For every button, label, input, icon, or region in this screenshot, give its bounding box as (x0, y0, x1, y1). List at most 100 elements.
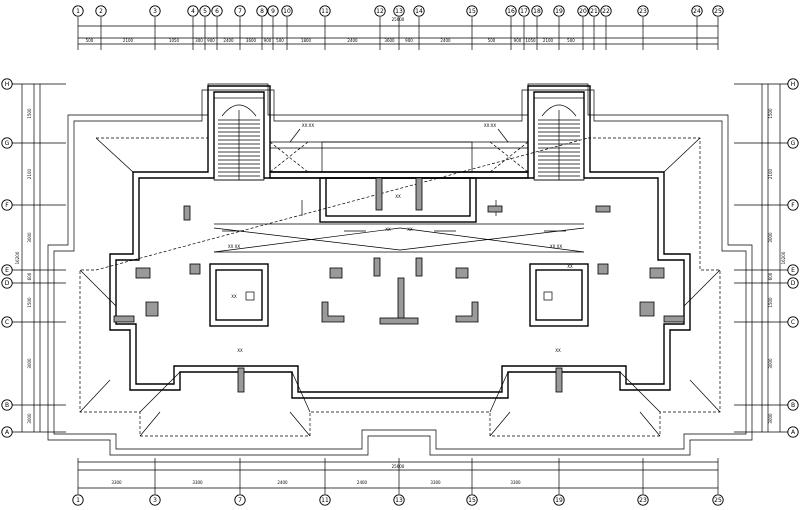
svg-text:25: 25 (714, 8, 722, 15)
left-dimension-value: 3000 (27, 358, 32, 369)
bottom-dimension-value: 2400 (277, 480, 288, 485)
top-dimension-value: 1050 (169, 38, 180, 43)
svg-text:F: F (791, 202, 795, 209)
svg-text:E: E (791, 267, 795, 274)
top-dimension-value: 2100 (123, 38, 134, 43)
axis-bubble-top-11: 11 (319, 5, 331, 17)
axis-bubble-top-23: 23 (637, 5, 649, 17)
axis-bubble-top-15: 15 (466, 5, 478, 17)
roof-dashed-edge (79, 137, 721, 437)
axis-bubble-right-C: C (787, 316, 799, 328)
main-wall-outer (109, 85, 691, 399)
svg-text:D: D (791, 280, 796, 287)
axis-bubble-right-H: H (787, 78, 799, 90)
axis-bubble-top-7: 7 (234, 5, 246, 17)
top-dimension-value: 2400 (440, 38, 451, 43)
top-dimension-value: 900 (514, 38, 522, 43)
top-dimension-value: 500 (567, 38, 575, 43)
axis-bubble-bottom-23: 23 (637, 494, 649, 506)
svg-text:13: 13 (395, 8, 403, 15)
lift-shaft-left (209, 263, 269, 327)
top-dimension-value: 1050 (525, 38, 536, 43)
top-dimension-lines (78, 25, 718, 45)
left-dimension-value: 1500 (27, 108, 32, 119)
top-dimension-value: 500 (488, 38, 496, 43)
axis-bubble-top-8: 8 (256, 5, 268, 17)
svg-text:9: 9 (271, 8, 275, 15)
axis-bubble-bottom-19: 19 (553, 494, 565, 506)
axis-bubble-left-C: C (1, 316, 13, 328)
right-dimension-lines (761, 84, 781, 432)
svg-text:6: 6 (215, 8, 219, 15)
axis-bubble-bottom-1: 1 (72, 494, 84, 506)
svg-text:24: 24 (693, 8, 701, 15)
axis-bubble-left-D: D (1, 277, 13, 289)
bottom-dimension-value: 3300 (192, 480, 203, 485)
bottom-dimension-value: 3300 (510, 480, 521, 485)
axis-bubble-left-H: H (1, 78, 13, 90)
svg-text:19: 19 (555, 497, 563, 504)
svg-text:13: 13 (395, 497, 403, 504)
svg-text:1: 1 (76, 497, 80, 504)
main-wall-inner (115, 91, 685, 393)
svg-text:11: 11 (321, 497, 329, 504)
axis-bubble-bottom-7: 7 (234, 494, 246, 506)
top-dimension-value: 500 (86, 38, 94, 43)
svg-text:C: C (791, 319, 795, 326)
lift-shaft-right (529, 263, 589, 327)
svg-text:15: 15 (468, 8, 476, 15)
svg-text:20: 20 (579, 8, 587, 15)
svg-text:12: 12 (376, 8, 384, 15)
room-label-lobby: XX (395, 194, 401, 199)
top-dimension-value: 300 (195, 38, 203, 43)
svg-text:23: 23 (639, 497, 647, 504)
axis-bubble-top-19: 19 (553, 5, 565, 17)
bottom-dimension-lines (78, 461, 718, 489)
svg-text:22: 22 (602, 8, 610, 15)
axis-bubble-top-18: 18 (531, 5, 543, 17)
axis-bubble-top-24: 24 (691, 5, 703, 17)
svg-text:15: 15 (468, 497, 476, 504)
room-label-corridor-left: XX (385, 227, 391, 232)
axis-bubble-top-3: 3 (149, 5, 161, 17)
svg-text:B: B (791, 402, 795, 409)
axis-bubble-left-B: B (1, 399, 13, 411)
left-dimension-value: 3000 (27, 413, 32, 424)
bottom-dimension-value: 3300 (111, 480, 122, 485)
axis-bubble-right-F: F (787, 199, 799, 211)
right-dimension-value: 3000 (768, 358, 773, 369)
top-dimension-value: 2100 (543, 38, 554, 43)
axis-bubble-top-12: 12 (374, 5, 386, 17)
top-dimension-value: 1800 (301, 38, 312, 43)
svg-text:2: 2 (99, 8, 103, 15)
svg-text:5: 5 (203, 8, 207, 15)
equip-label-right-a: XX XX (550, 244, 562, 249)
svg-text:E: E (5, 267, 9, 274)
svg-text:A: A (791, 429, 796, 436)
axis-bubble-top-4: 4 (187, 5, 199, 17)
top-dimension-value: 900 (264, 38, 272, 43)
axis-bubble-left-E: E (1, 264, 13, 276)
stair-right-treads (538, 119, 580, 177)
axis-bubble-right-D: D (787, 277, 799, 289)
svg-text:B: B (5, 402, 9, 409)
svg-text:10: 10 (283, 8, 291, 15)
equip-label-left-b: XX (231, 294, 237, 299)
svg-text:H: H (5, 81, 10, 88)
right-dimension-value: 1500 (768, 297, 773, 308)
axis-bubble-left-A: A (1, 426, 13, 438)
right-total-dimension: 16200 (781, 251, 786, 264)
interior-partitions (113, 205, 685, 393)
axis-bubble-top-16: 16 (505, 5, 517, 17)
svg-text:8: 8 (260, 8, 264, 15)
svg-text:3: 3 (153, 8, 157, 15)
svg-text:16: 16 (507, 8, 515, 15)
right-dimension-value: 2100 (768, 168, 773, 179)
left-dimension-value: 2100 (27, 168, 32, 179)
upper-corridor (269, 141, 529, 179)
